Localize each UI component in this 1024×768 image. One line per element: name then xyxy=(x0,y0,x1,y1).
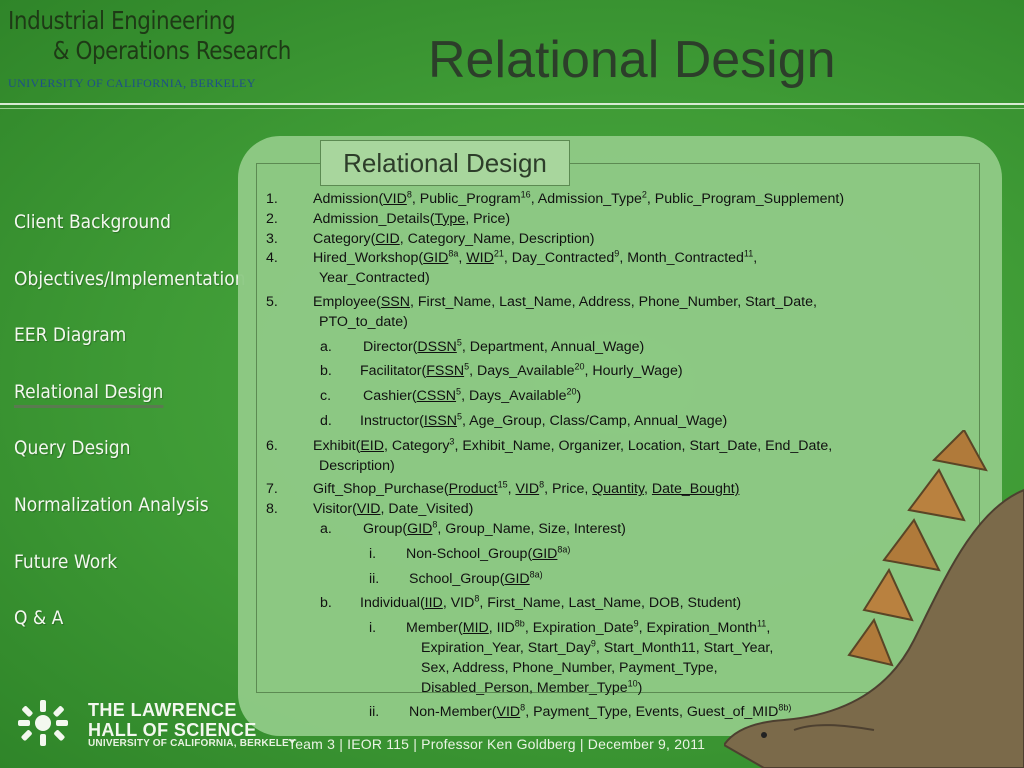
stegosaurus-image xyxy=(724,430,1024,768)
header-divider xyxy=(0,103,1024,105)
page-title: Relational Design xyxy=(428,31,836,89)
content-frame xyxy=(256,163,980,693)
list-subsubitem: ii. School_Group(GID8a) xyxy=(369,568,543,587)
list-subsubitem: i. Non-School_Group(GID8a) xyxy=(369,544,571,562)
list-item: 7. Gift_Shop_Purchase(Product15, VID8, P… xyxy=(266,479,740,498)
footer-org-university: UNIVERSITY OF CALIFORNIA, BERKELEY xyxy=(88,738,296,749)
footer-team-info: Team 3 | IEOR 115 | Professor Ken Goldbe… xyxy=(288,736,706,752)
list-subitem: a. Group(GID8, Group_Name, Size, Interes… xyxy=(320,519,626,537)
list-item-continued: Description) xyxy=(319,457,395,474)
sidebar-item-future-work[interactable]: Future Work xyxy=(14,550,118,573)
list-item: 5. Employee(SSN, First_Name, Last_Name, … xyxy=(266,293,817,310)
sidebar-item-eer-diagram[interactable]: EER Diagram xyxy=(14,324,127,347)
logo-line-2: & Operations Research xyxy=(52,36,292,65)
lawrence-hall-logo-icon xyxy=(18,700,68,746)
list-item: 3. Category(CID, Category_Name, Descript… xyxy=(266,230,595,247)
sidebar-item-relational-design[interactable]: Relational Design xyxy=(14,375,221,432)
sidebar-item-client-background[interactable]: Client Background xyxy=(14,211,171,233)
list-subsubitem: ii. Non-Member(VID8, Payment_Type, Event… xyxy=(369,702,792,721)
list-item: 1. Admission(VID8, Public_Program16, Adm… xyxy=(266,189,845,207)
header-divider-thin xyxy=(0,108,1024,109)
list-item: 4. Hired_Workshop(GID8a, WID21, Day_Cont… xyxy=(266,248,758,267)
list-subsubitem: i. Member(MID, IID8b, Expiration_Date9, … xyxy=(369,618,771,637)
content-box-title: Relational Design xyxy=(320,140,570,186)
sidebar-nav: Client Background Objectives/Implementat… xyxy=(14,205,246,658)
list-subitem: c. Cashier(CSSN5, Days_Available20) xyxy=(320,386,582,405)
list-subitem: b. Individual(IID, VID8, First_Name, Las… xyxy=(320,593,742,612)
list-subitem: d. Instructor(ISSN5, Age_Group, Class/Ca… xyxy=(320,411,728,429)
sidebar-item-qa[interactable]: Q & A xyxy=(14,607,64,630)
list-item-continued: PTO_to_date) xyxy=(319,313,408,330)
relational-schema-list: 1. Admission(VID8, Public_Program16, Adm… xyxy=(266,190,986,723)
footer-org-name: THE LAWRENCE HALL OF SCIENCE xyxy=(88,700,257,740)
logo-line-1: Industrial Engineering xyxy=(8,6,236,35)
list-item: 2. Admission_Details(Type, Price) xyxy=(266,210,511,227)
list-item-continued: Expiration_Year, Start_Day9, Start_Month… xyxy=(421,638,774,656)
sidebar-item-query-design[interactable]: Query Design xyxy=(14,437,131,460)
logo-university: UNIVERSITY OF CALIFORNIA, BERKELEY xyxy=(8,76,256,90)
list-item-continued: Disabled_Person, Member_Type10) xyxy=(421,677,643,696)
list-item: 8. Visitor(VID, Date_Visited) xyxy=(266,501,474,518)
sidebar-item-normalization[interactable]: Normalization Analysis xyxy=(14,493,209,516)
list-item-continued: Sex, Address, Phone_Number, Payment_Type… xyxy=(421,659,718,676)
list-item-continued: Year_Contracted) xyxy=(319,270,430,287)
list-item: 6. Exhibit(EID, Category3, Exhibit_Name,… xyxy=(266,436,833,454)
list-subitem: a. Director(DSSN5, Department, Annual_Wa… xyxy=(320,336,645,355)
list-subitem: b. Facilitator(FSSN5, Days_Available20, … xyxy=(320,361,683,380)
ieor-logo-text: Industrial Engineering & Operations Rese… xyxy=(8,6,291,66)
sidebar-item-objectives[interactable]: Objectives/Implementation xyxy=(14,267,246,290)
